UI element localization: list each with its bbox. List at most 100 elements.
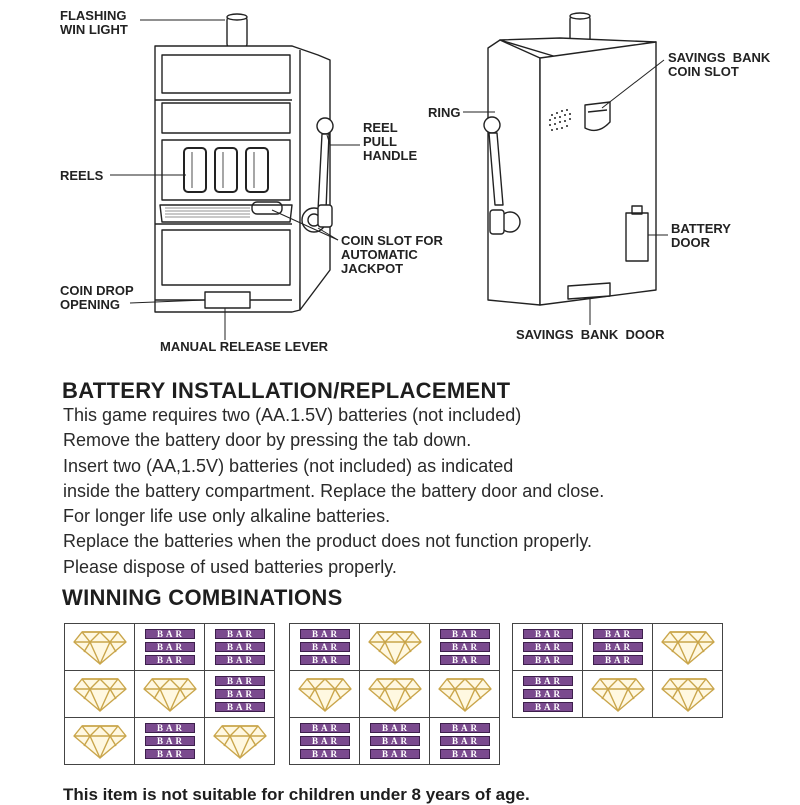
label-reel-pull-handle: REEL PULL HANDLE bbox=[363, 120, 417, 163]
bar-icon: BAR BAR BAR bbox=[439, 722, 490, 759]
diamond-cell bbox=[583, 671, 653, 718]
product-diagrams: FLASHING WIN LIGHT REEL PULL HANDLE REEL… bbox=[60, 8, 771, 354]
bar-icon: BAR BAR BAR bbox=[592, 628, 643, 665]
bar-text: BAR bbox=[604, 654, 633, 665]
combination-grid: BAR BAR BAR BAR BAR BAR BAR BAR BAR bbox=[512, 623, 723, 718]
bar-text: BAR bbox=[534, 641, 563, 652]
back-leader-lines bbox=[463, 59, 668, 325]
slot-machine-front-illustration bbox=[154, 13, 334, 313]
bar-icon: BAR BAR BAR bbox=[522, 628, 573, 665]
bar-text: BAR bbox=[451, 641, 480, 652]
diamond-icon bbox=[590, 675, 646, 713]
diamond-cell bbox=[135, 671, 205, 718]
bar-cell: BAR BAR BAR bbox=[135, 718, 205, 765]
bar-text: BAR bbox=[311, 641, 340, 652]
diamond-icon bbox=[72, 675, 128, 713]
bar-text: BAR bbox=[451, 735, 480, 746]
age-warning-note: This item is not suitable for children u… bbox=[63, 785, 530, 804]
front-leader-lines bbox=[110, 19, 360, 340]
bar-text: BAR bbox=[534, 701, 563, 712]
battery-instructions: This game requires two (AA.1.5V) batteri… bbox=[63, 403, 604, 580]
bar-cell: BAR BAR BAR bbox=[205, 671, 275, 718]
bar-text: BAR bbox=[156, 641, 185, 652]
bar-text: BAR bbox=[534, 654, 563, 665]
bar-text: BAR bbox=[534, 628, 563, 639]
instruction-line: Replace the batteries when the product d… bbox=[63, 531, 592, 552]
bar-text: BAR bbox=[451, 722, 480, 733]
bar-text: BAR bbox=[226, 675, 255, 686]
bar-text: BAR bbox=[156, 654, 185, 665]
bar-icon: BAR BAR BAR bbox=[144, 722, 195, 759]
label-reels: REELS bbox=[60, 168, 104, 183]
bar-icon: BAR BAR BAR bbox=[522, 675, 573, 712]
diamond-cell bbox=[290, 671, 360, 718]
bar-text: BAR bbox=[226, 654, 255, 665]
bar-text: BAR bbox=[534, 675, 563, 686]
instruction-line: Remove the battery door by pressing the … bbox=[63, 430, 472, 451]
diamond-icon bbox=[437, 675, 493, 713]
bar-cell: BAR BAR BAR bbox=[135, 624, 205, 671]
slot-machine-back-illustration bbox=[483, 12, 657, 306]
diamond-cell bbox=[65, 718, 135, 765]
diamond-icon bbox=[660, 628, 716, 666]
label-savings-bank-door: SAVINGS BANK DOOR bbox=[516, 327, 665, 342]
bar-text: BAR bbox=[156, 748, 185, 759]
diamond-icon bbox=[142, 675, 198, 713]
instruction-line: Insert two (AA,1.5V) batteries (not incl… bbox=[63, 455, 514, 476]
winning-combinations-title: WINNING COMBINATIONS bbox=[62, 585, 343, 610]
diamond-cell bbox=[205, 718, 275, 765]
bar-text: BAR bbox=[156, 628, 185, 639]
label-flashing-win-light: FLASHING WIN LIGHT bbox=[60, 8, 130, 37]
diamond-cell bbox=[360, 624, 430, 671]
diamond-cell bbox=[653, 671, 723, 718]
bar-icon: BAR BAR BAR bbox=[144, 628, 195, 665]
diamond-cell bbox=[65, 624, 135, 671]
diamond-cell bbox=[653, 624, 723, 671]
diamond-icon bbox=[72, 628, 128, 666]
diamond-icon bbox=[297, 675, 353, 713]
label-ring: RING bbox=[428, 105, 461, 120]
bar-text: BAR bbox=[381, 748, 410, 759]
instruction-line: This game requires two (AA.1.5V) batteri… bbox=[63, 405, 522, 425]
battery-section-title: BATTERY INSTALLATION/REPLACEMENT bbox=[62, 378, 511, 403]
bar-text: BAR bbox=[451, 748, 480, 759]
bar-text: BAR bbox=[226, 688, 255, 699]
bar-icon: BAR BAR BAR bbox=[369, 722, 420, 759]
diamond-icon bbox=[72, 722, 128, 760]
bar-text: BAR bbox=[534, 688, 563, 699]
bar-cell: BAR BAR BAR bbox=[513, 624, 583, 671]
instruction-line: For longer life use only alkaline batter… bbox=[63, 506, 391, 527]
bar-cell: BAR BAR BAR bbox=[583, 624, 653, 671]
bar-text: BAR bbox=[451, 628, 480, 639]
bar-text: BAR bbox=[381, 735, 410, 746]
diamond-icon bbox=[212, 722, 268, 760]
bar-cell: BAR BAR BAR bbox=[513, 671, 583, 718]
bar-text: BAR bbox=[311, 735, 340, 746]
bar-icon: BAR BAR BAR bbox=[214, 675, 265, 712]
bar-text: BAR bbox=[311, 722, 340, 733]
diamond-icon bbox=[660, 675, 716, 713]
bar-text: BAR bbox=[226, 701, 255, 712]
bar-text: BAR bbox=[381, 722, 410, 733]
instruction-line: Please dispose of used batteries properl… bbox=[63, 556, 397, 577]
label-coin-drop-opening: COIN DROP OPENING bbox=[60, 283, 137, 312]
diamond-icon bbox=[367, 675, 423, 713]
bar-text: BAR bbox=[156, 735, 185, 746]
bar-text: BAR bbox=[156, 722, 185, 733]
diamond-cell bbox=[430, 671, 500, 718]
bar-text: BAR bbox=[604, 641, 633, 652]
instruction-line: inside the battery compartment. Replace … bbox=[63, 480, 605, 501]
speaker-grille-dots bbox=[549, 109, 571, 131]
label-battery-door: BATTERY DOOR bbox=[671, 221, 734, 250]
bar-cell: BAR BAR BAR bbox=[430, 718, 500, 765]
bar-text: BAR bbox=[604, 628, 633, 639]
